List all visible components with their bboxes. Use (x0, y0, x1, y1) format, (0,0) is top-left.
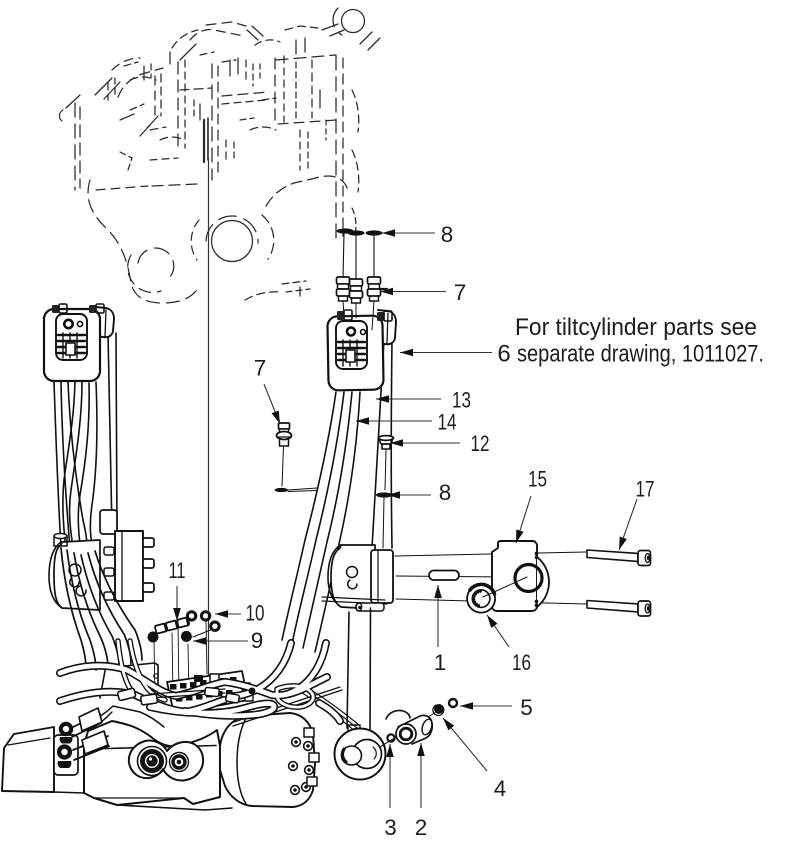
svg-text:10: 10 (246, 601, 265, 626)
svg-text:separate drawing, 1011027.: separate drawing, 1011027. (517, 341, 764, 368)
svg-text:5: 5 (520, 695, 533, 720)
svg-text:1: 1 (434, 650, 447, 675)
svg-text:8: 8 (439, 480, 452, 505)
svg-text:7: 7 (454, 280, 467, 305)
svg-text:6: 6 (497, 341, 510, 368)
svg-text:9: 9 (251, 628, 264, 653)
svg-text:4: 4 (494, 776, 507, 801)
svg-text:14: 14 (438, 410, 457, 435)
svg-text:8: 8 (441, 222, 454, 247)
svg-text:12: 12 (471, 431, 490, 456)
svg-text:17: 17 (636, 477, 655, 502)
svg-text:3: 3 (384, 815, 397, 840)
svg-text:16: 16 (512, 650, 531, 675)
svg-text:For tiltcylinder parts see: For tiltcylinder parts see (515, 314, 757, 341)
svg-text:2: 2 (415, 815, 428, 840)
svg-text:11: 11 (169, 558, 186, 583)
svg-text:15: 15 (528, 467, 547, 492)
svg-text:13: 13 (452, 388, 471, 413)
svg-text:7: 7 (254, 356, 267, 381)
